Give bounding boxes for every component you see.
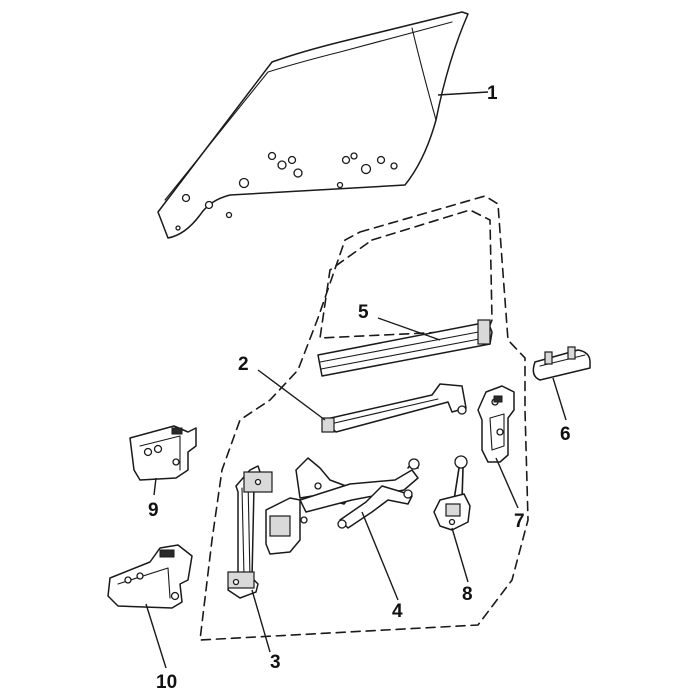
leader-8	[451, 527, 469, 583]
leader-6	[552, 377, 567, 421]
leader-3	[251, 589, 271, 653]
door-handle-part	[532, 346, 591, 381]
leader-9	[153, 477, 157, 496]
callout-5: 5	[358, 302, 369, 323]
lower-hinge-part	[107, 544, 193, 609]
leader-5	[377, 317, 441, 341]
leader-2	[257, 369, 326, 421]
door-glass-part	[157, 11, 469, 239]
sash-channel-part	[321, 383, 467, 433]
callout-3: 3	[270, 652, 281, 673]
leader-4	[361, 511, 399, 601]
leader-1	[437, 91, 489, 96]
leader-7	[495, 457, 519, 509]
callout-8: 8	[462, 584, 473, 605]
callout-4: 4	[392, 601, 403, 622]
callout-labels: 1 2 3 4 5 6 7 8 9 10	[148, 83, 571, 693]
window-regulator-part	[265, 457, 420, 555]
callout-6: 6	[560, 424, 571, 445]
leader-10	[145, 603, 167, 669]
callout-10: 10	[156, 672, 177, 693]
callout-1: 1	[487, 83, 498, 104]
leader-lines	[145, 91, 567, 669]
callout-2: 2	[238, 354, 249, 375]
window-guide-part	[227, 465, 273, 599]
glass-mounting-holes	[175, 151, 398, 231]
upper-hinge-part	[129, 425, 197, 481]
lock-rod-part	[433, 455, 471, 531]
glass-run-channel-part	[317, 319, 493, 377]
door-latch-part	[477, 385, 515, 463]
callout-7: 7	[514, 511, 525, 532]
callout-9: 9	[148, 500, 159, 521]
